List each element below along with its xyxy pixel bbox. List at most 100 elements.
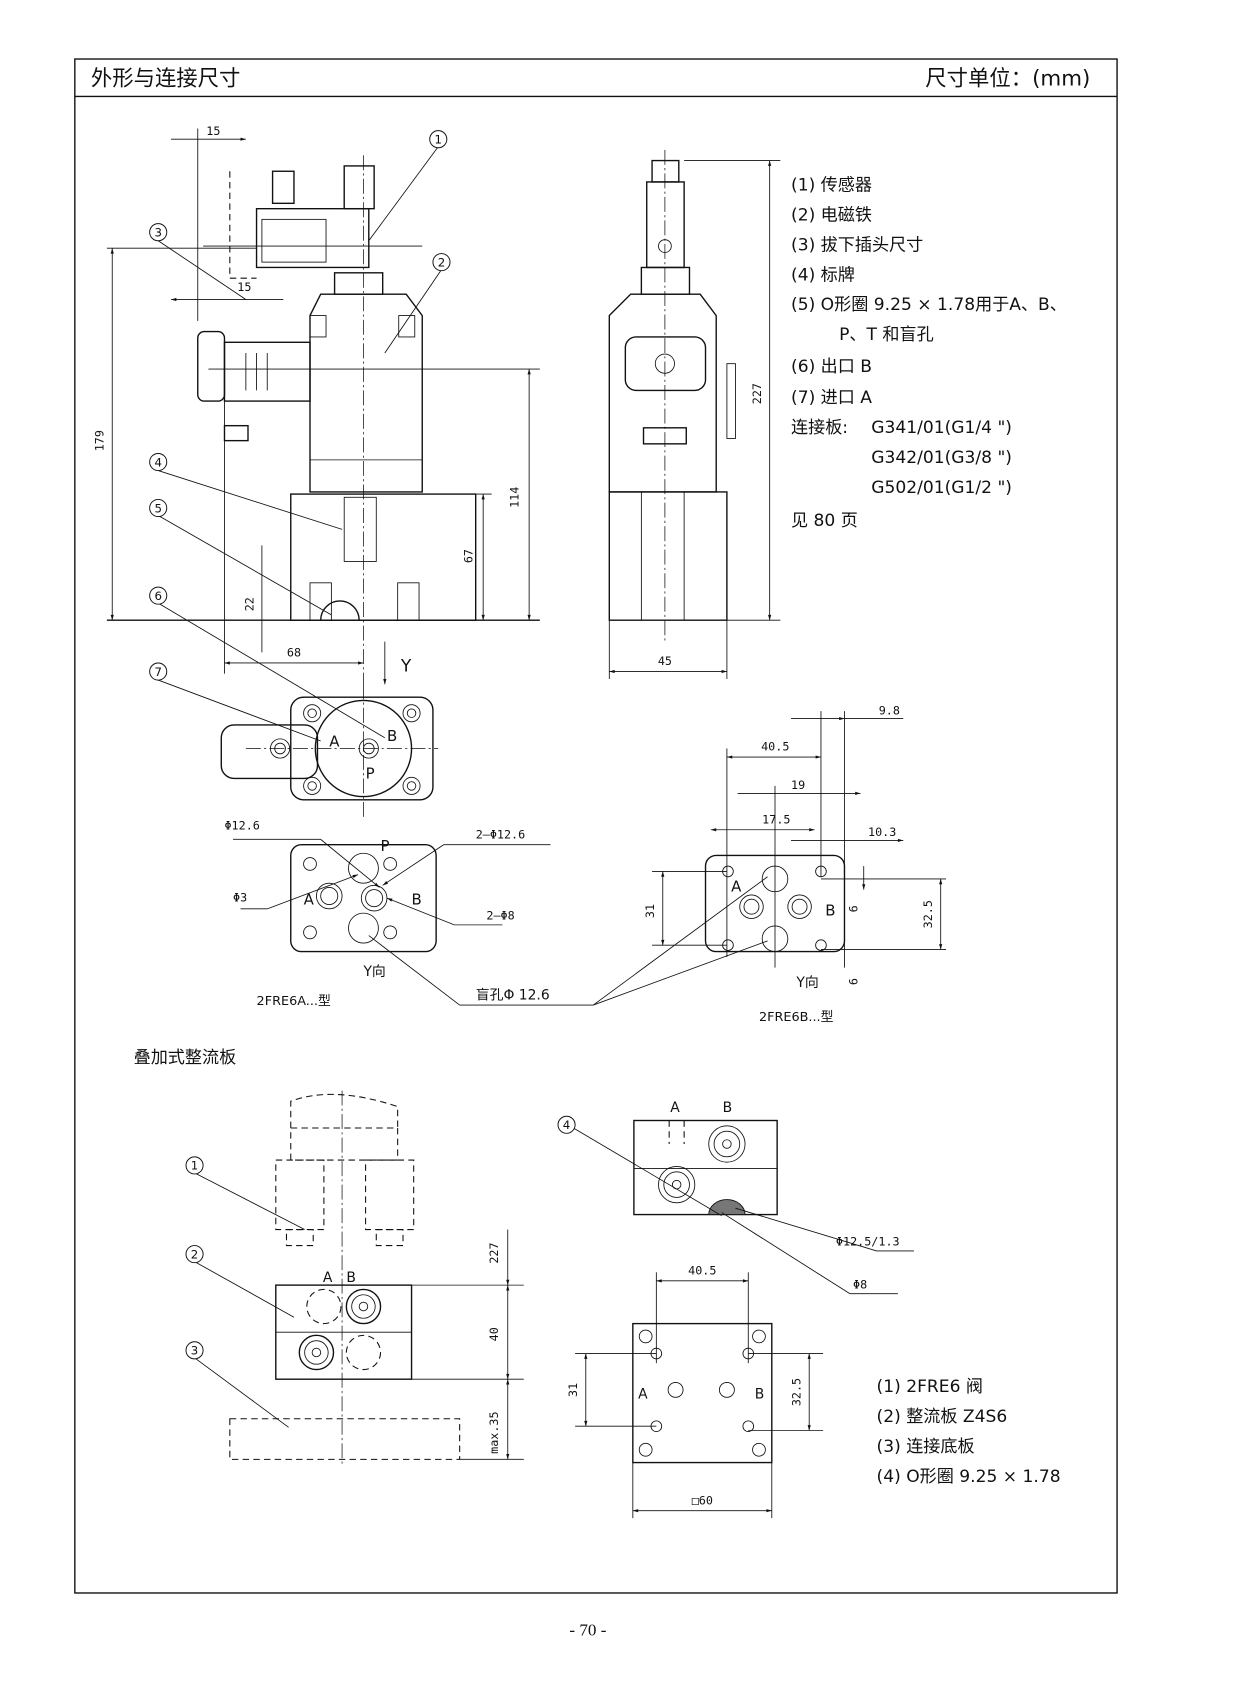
svg-text:5: 5 <box>154 501 161 515</box>
svg-text:4: 4 <box>154 455 161 469</box>
note-phi12-6: Φ12.6 <box>224 819 259 833</box>
callout-2: 2 <box>432 253 451 272</box>
label-b: B <box>825 901 835 919</box>
page-frame <box>74 58 1118 1594</box>
note-2-phi12-6: 2—Φ12.6 <box>476 827 526 841</box>
svg-text:2: 2 <box>438 255 445 269</box>
label-b: B <box>755 1386 765 1402</box>
legend-item: (5) O形圈 9.25 × 1.78用于A、B、 <box>791 295 1067 315</box>
label-b: B <box>412 891 422 909</box>
dim-15-mid: 15 <box>237 280 251 294</box>
page-number: - 70 - <box>569 1621 606 1640</box>
caption-2fre6b: 2FRE6B...型 <box>759 1010 834 1025</box>
type-a-port-pattern: Φ12.6 Φ3 2—Φ12.6 2—Φ8 P A B Y向 2FRE6A...… <box>224 819 551 1009</box>
plate-item: G502/01(G1/2 ") <box>871 478 1012 498</box>
svg-text:1: 1 <box>435 132 442 146</box>
legend-item: (6) 出口 B <box>791 357 872 377</box>
plate-section-drawing: A B 4 Φ12.5/1.3 Φ8 <box>557 1100 914 1295</box>
dim-60: □60 <box>692 1493 713 1507</box>
dim-32-5: 32.5 <box>921 900 935 928</box>
callout-7: 7 <box>149 662 168 681</box>
legend-item: (1) 2FRE6 阀 <box>877 1377 983 1397</box>
callout-2: 2 <box>185 1245 204 1264</box>
label-a: A <box>670 1100 680 1116</box>
svg-text:3: 3 <box>154 225 161 239</box>
legend-item: (3) 拔下插头尺寸 <box>791 235 923 255</box>
legend-item: (7) 进口 A <box>791 388 872 408</box>
dim-68: 68 <box>287 646 301 660</box>
legend-item: (4) 标牌 <box>791 265 855 285</box>
dim-6a: 6 <box>846 905 860 912</box>
dim-179: 179 <box>93 430 107 451</box>
dim-31: 31 <box>566 1383 580 1397</box>
legend-bottom: (1) 2FRE6 阀 (2) 整流板 Z4S6 (3) 连接底板 (4) O形… <box>877 1377 1061 1487</box>
svg-text:1: 1 <box>191 1159 198 1173</box>
label-y-dir: Y向 <box>362 964 385 980</box>
label-b: B <box>723 1100 733 1116</box>
plate-plan-drawing: 40.5 31 32.5 □60 A B <box>566 1263 824 1519</box>
note-2-phi8: 2—Φ8 <box>486 909 514 923</box>
dim-40: 40 <box>487 1327 501 1341</box>
dim-45: 45 <box>658 654 672 668</box>
caption-2fre6a: 2FRE6A...型 <box>257 994 331 1009</box>
side-view-drawing: 179 114 67 22 68 15 15 1 2 3 4 5 6 7 <box>93 124 540 742</box>
legend-item: (2) 电磁铁 <box>791 205 872 225</box>
label-a: A <box>323 1270 333 1286</box>
section2-title: 叠加式整流板 <box>134 1048 237 1068</box>
label-a: A <box>638 1386 648 1402</box>
dim-114: 114 <box>507 487 521 508</box>
label-y-dir: Y向 <box>795 975 818 991</box>
label-a: A <box>304 891 315 909</box>
see-page: 见 80 页 <box>791 511 858 531</box>
dim-19: 19 <box>791 778 805 792</box>
callout-1: 1 <box>185 1156 204 1175</box>
svg-text:4: 4 <box>563 1118 570 1132</box>
label-b: B <box>387 727 397 745</box>
dim-max35: max.35 <box>487 1411 501 1453</box>
svg-text:2: 2 <box>191 1247 198 1261</box>
svg-text:6: 6 <box>154 589 161 603</box>
dim-15-top: 15 <box>206 124 220 138</box>
callout-5: 5 <box>149 498 168 518</box>
dim-32-5: 32.5 <box>790 1378 804 1406</box>
note-phi3: Φ3 <box>233 890 247 904</box>
label-b: B <box>346 1270 356 1286</box>
plates-label: 连接板: <box>791 418 848 438</box>
label-a: A <box>731 878 742 896</box>
dim-227: 227 <box>750 383 764 404</box>
dim-6b: 6 <box>846 978 860 985</box>
unit-label: 尺寸单位：(mm) <box>925 67 1090 92</box>
svg-text:3: 3 <box>191 1344 198 1358</box>
callout-6: 6 <box>149 586 168 605</box>
legend-item: (3) 连接底板 <box>877 1437 975 1457</box>
legend-item: (2) 整流板 Z4S6 <box>877 1407 1008 1427</box>
dim-17-5: 17.5 <box>762 812 790 826</box>
legend-item: P、T 和盲孔 <box>839 325 934 345</box>
label-a: A <box>329 732 340 750</box>
plate-item: G342/01(G3/8 ") <box>871 448 1012 468</box>
legend-item: (4) O形圈 9.25 × 1.78 <box>877 1467 1061 1487</box>
front-view-drawing: 227 45 <box>608 149 781 680</box>
dim-40-5: 40.5 <box>688 1263 716 1277</box>
note-phi8: Φ8 <box>853 1277 867 1291</box>
label-p: P <box>366 764 375 782</box>
svg-text:7: 7 <box>154 665 161 679</box>
dim-67: 67 <box>461 549 475 563</box>
blind-hole-note: 盲孔Φ 12.6 <box>368 876 768 1006</box>
legend-top: (1) 传感器 (2) 电磁铁 (3) 拔下插头尺寸 (4) 标牌 (5) O形… <box>791 175 1067 531</box>
section-title: 外形与连接尺寸 <box>91 67 241 92</box>
dim-227: 227 <box>487 1242 501 1263</box>
callout-4: 4 <box>557 1115 576 1134</box>
dim-31: 31 <box>643 904 657 918</box>
dim-9-8: 9.8 <box>879 703 900 717</box>
type-b-port-pattern: 9.8 40.5 19 17.5 10.3 31 32.5 6 6 A B Y向… <box>643 703 947 1025</box>
dim-22: 22 <box>242 597 256 611</box>
label-p: P <box>381 837 390 855</box>
callout-3: 3 <box>185 1341 204 1360</box>
plate-item: G341/01(G1/4 ") <box>871 418 1012 438</box>
legend-item: (1) 传感器 <box>791 175 872 195</box>
dim-40-5: 40.5 <box>761 740 789 754</box>
dim-10-3: 10.3 <box>868 825 896 839</box>
